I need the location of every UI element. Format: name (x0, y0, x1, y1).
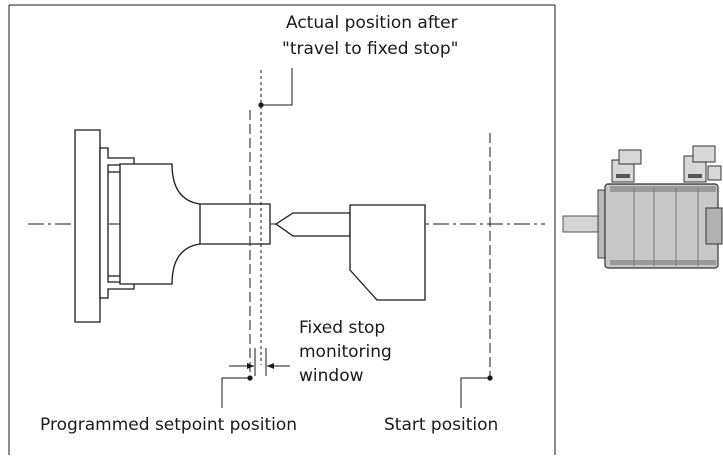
programmed-setpoint-label: Programmed setpoint position (40, 415, 297, 435)
tool-spindle-icon (274, 204, 426, 301)
workpiece-chuck-icon (74, 129, 271, 323)
actual-position-label-line2: "travel to fixed stop" (282, 39, 458, 59)
diagram-frame (8, 4, 556, 455)
window-label-line2: monitoring (299, 342, 392, 362)
marker-dots (247, 102, 493, 381)
window-label-line3: window (299, 366, 364, 386)
leader-lines (221, 68, 490, 408)
start-position-label: Start position (384, 415, 498, 435)
window-label-line1: Fixed stop (299, 318, 385, 338)
servo-motor-icon (562, 145, 723, 269)
monitoring-window-dimension (229, 348, 290, 376)
position-lines (249, 70, 491, 380)
actual-position-label-line1: Actual position after (286, 13, 458, 33)
